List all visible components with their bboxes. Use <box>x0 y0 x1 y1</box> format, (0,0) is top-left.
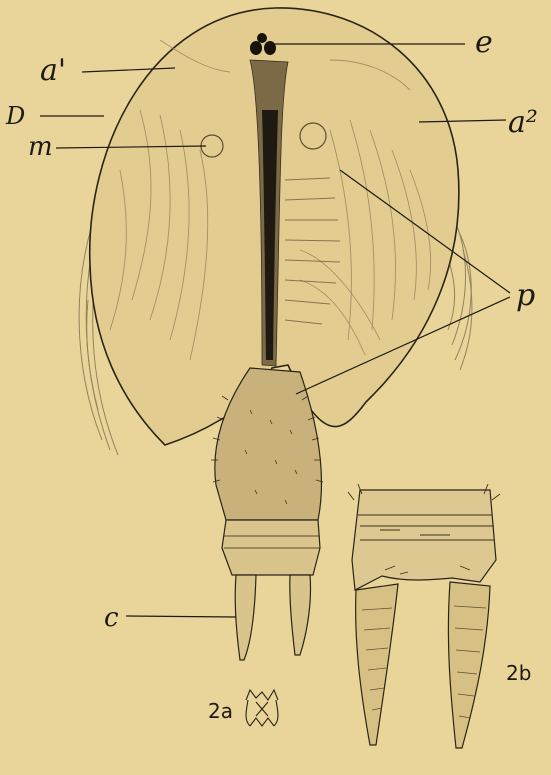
label-c: c <box>104 603 119 633</box>
label-fig-2b: 2b <box>506 661 531 685</box>
label-e: e <box>475 25 493 60</box>
caudal-ramus-right <box>290 575 311 655</box>
label-a1: a' <box>40 53 66 88</box>
label-m: m <box>28 132 53 162</box>
specimen-2b-telson <box>348 484 500 748</box>
telson-block <box>222 520 320 575</box>
label-p: p <box>516 278 535 313</box>
specimen-2a-detail <box>246 690 278 726</box>
label-D: D <box>5 102 25 130</box>
caudal-ramus-left <box>235 575 256 660</box>
label-fig-2a: 2a <box>208 699 233 723</box>
label-a2: a² <box>508 105 538 140</box>
